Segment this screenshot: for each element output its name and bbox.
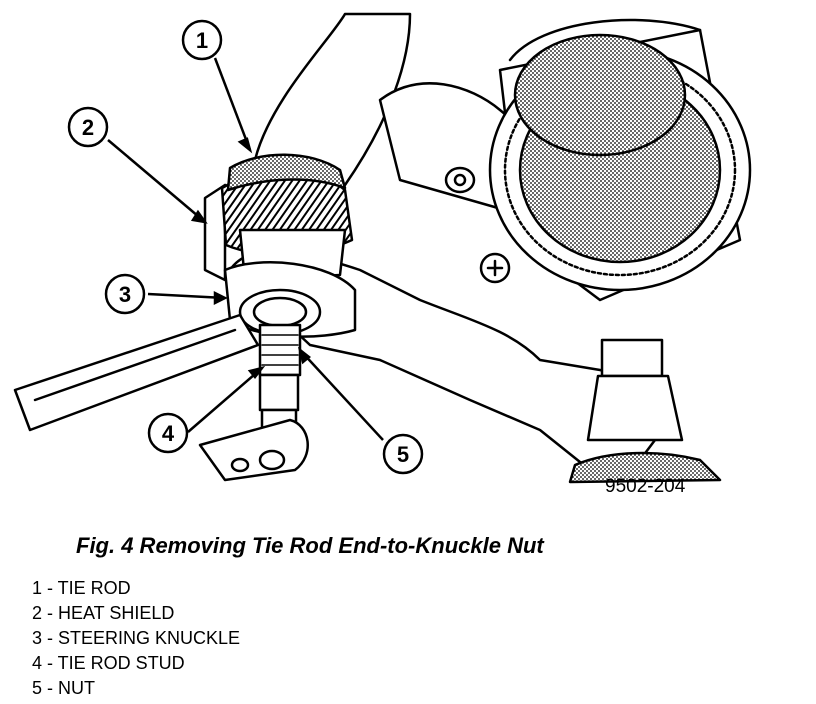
legend-item: 4 - TIE ROD STUD xyxy=(32,653,185,673)
parts-legend: 1 - TIE ROD 2 - HEAT SHIELD 3 - STEERING… xyxy=(32,576,240,701)
tie-rod-stud xyxy=(258,323,302,434)
callout-2: 2 xyxy=(67,106,109,148)
callout-5-label: 5 xyxy=(397,442,409,467)
figure-caption: Fig. 4 Removing Tie Rod End-to-Knuckle N… xyxy=(76,533,544,558)
tie-rod-arm xyxy=(253,12,412,202)
ball-joint xyxy=(568,338,722,484)
legend-item: 1 - TIE ROD xyxy=(32,578,131,598)
wheel-hub xyxy=(444,18,752,302)
wrench xyxy=(13,313,260,432)
callout-1: 1 xyxy=(181,19,223,61)
callout-4: 4 xyxy=(147,412,189,454)
tie-rod-illustration: 1 2 3 4 5 9502-204 xyxy=(13,12,752,497)
legend-item: 5 - NUT xyxy=(32,678,95,698)
lower-link xyxy=(198,418,309,482)
legend-item: 2 - HEAT SHIELD xyxy=(32,603,175,623)
legend-item: 3 - STEERING KNUCKLE xyxy=(32,628,241,648)
callout-4-label: 4 xyxy=(162,421,175,446)
heat-shield xyxy=(203,153,354,282)
callout-1-label: 1 xyxy=(196,28,208,53)
callout-3: 3 xyxy=(104,273,146,315)
callout-5: 5 xyxy=(382,433,424,475)
callout-3-label: 3 xyxy=(119,282,131,307)
callout-2-label: 2 xyxy=(82,115,94,140)
drawing-number: 9502-204 xyxy=(605,476,686,497)
